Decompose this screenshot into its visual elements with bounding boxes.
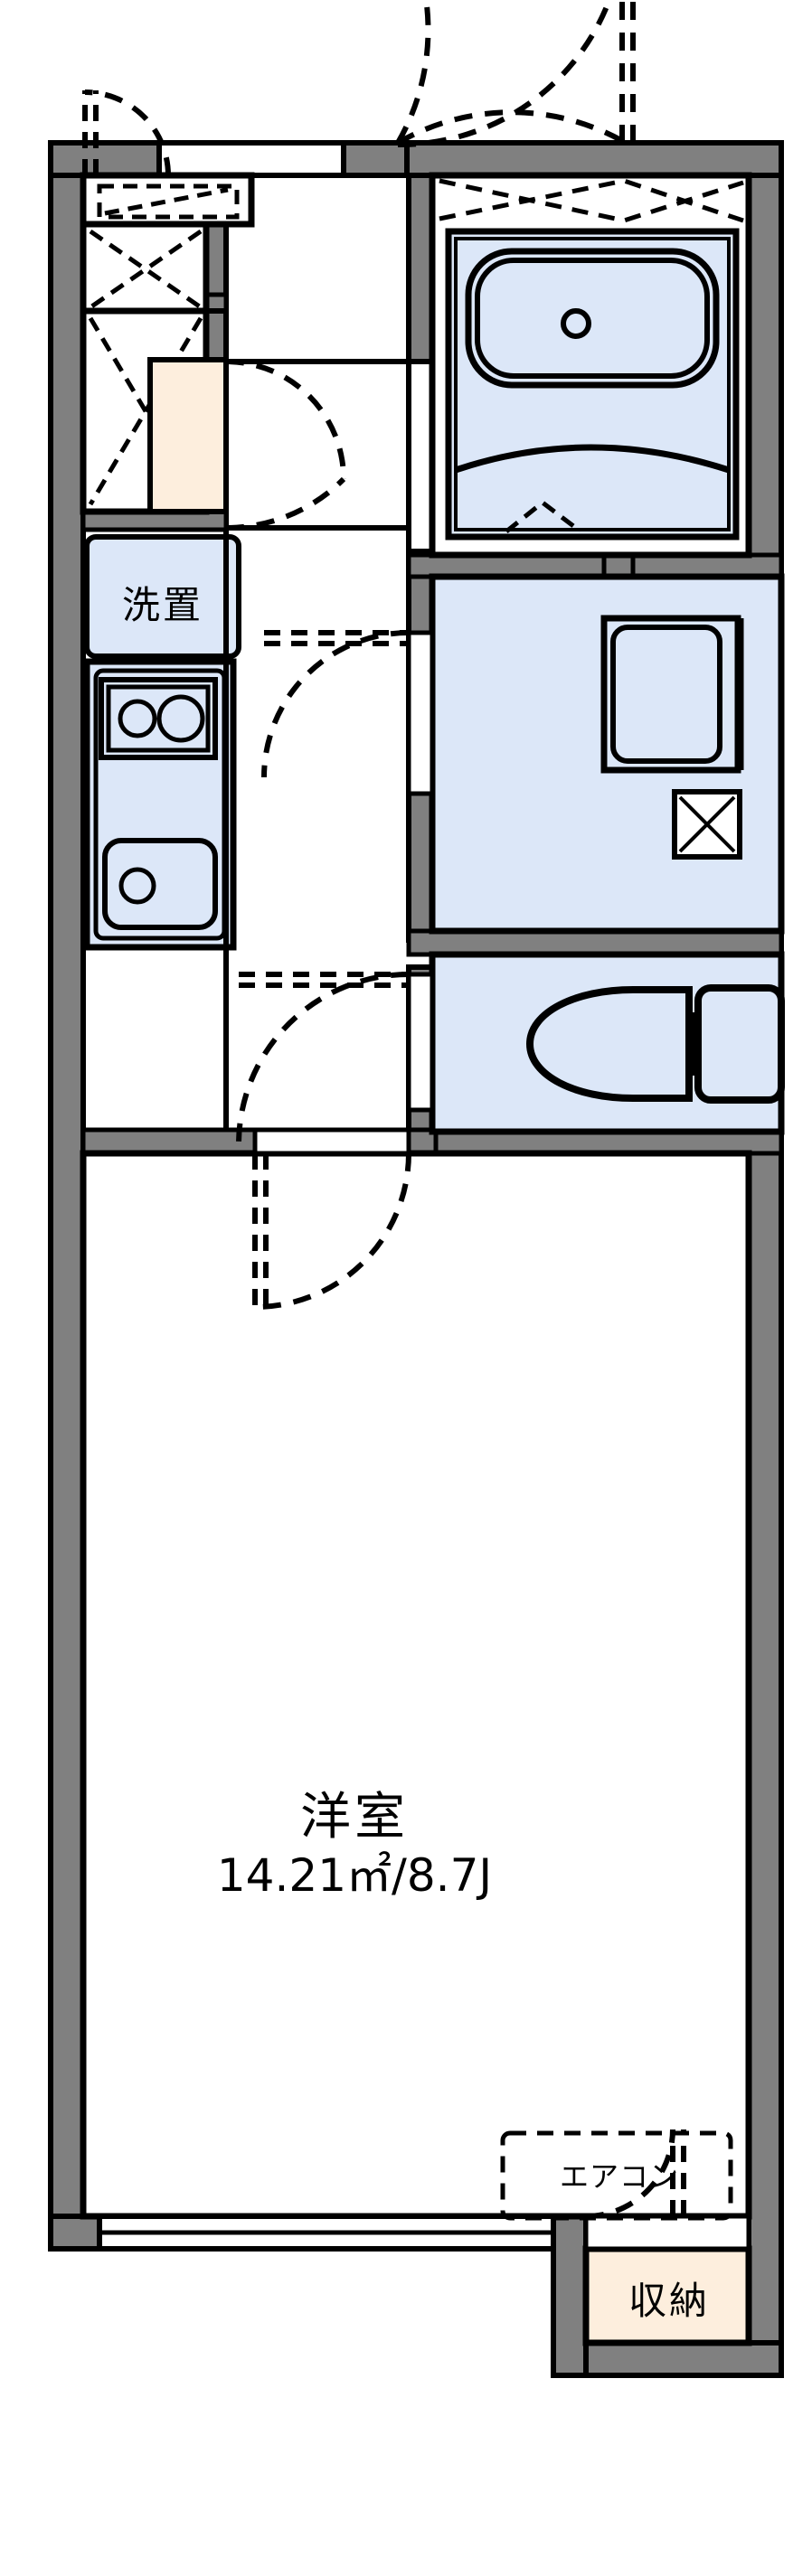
kitchen-sink xyxy=(102,838,218,930)
wall-openings xyxy=(252,1127,411,1156)
kitchen-unit xyxy=(83,658,237,951)
balcony-window xyxy=(97,2214,556,2252)
toilet-tank xyxy=(694,984,785,1104)
bath-folding-door xyxy=(439,178,744,223)
washbasin xyxy=(600,615,744,774)
bathtub xyxy=(465,248,720,389)
room-name-label: 洋室 xyxy=(300,1788,409,1847)
pipe-shaft xyxy=(672,789,742,860)
room-area-label: 14.21㎡/8.7J xyxy=(216,1849,493,1902)
unit-bath xyxy=(429,172,752,559)
entry-step-block xyxy=(147,357,229,514)
closet-label: 収納 xyxy=(628,2279,710,2323)
kitchen-area xyxy=(80,307,229,515)
door-swings xyxy=(82,0,686,2219)
closet xyxy=(582,2214,752,2346)
toilet-bowl xyxy=(525,986,693,1102)
washroom xyxy=(406,573,785,935)
aircon-unit xyxy=(500,2130,733,2221)
toilet-room xyxy=(406,951,785,1135)
washing-machine-space xyxy=(84,534,241,659)
washing-machine-label: 洗置 xyxy=(121,583,203,627)
main-room-outline xyxy=(80,1150,752,2252)
gas-stove xyxy=(99,677,218,760)
aircon-label: エアコン xyxy=(559,2159,679,2194)
